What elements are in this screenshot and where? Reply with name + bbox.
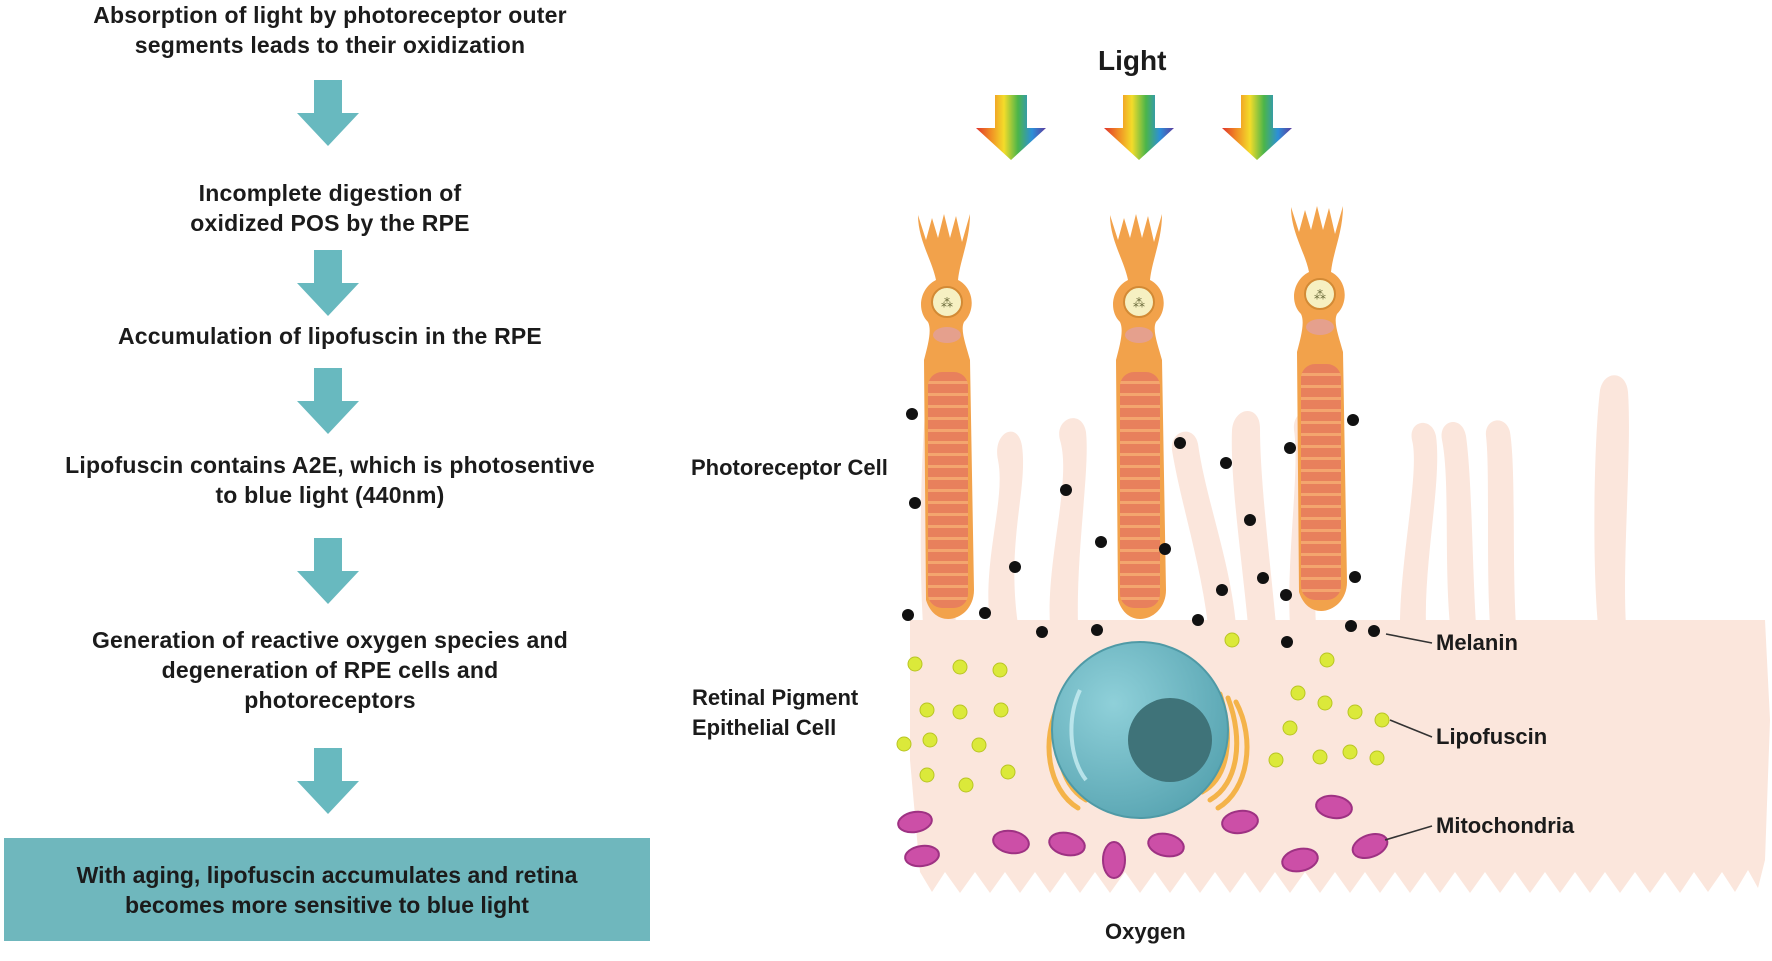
flow-step-1: Absorption of light by photoreceptor out… [93, 2, 567, 58]
light-arrows [976, 95, 1292, 160]
photoreceptor-cell-label: Photoreceptor Cell [691, 455, 888, 480]
melanin-granules [902, 408, 1380, 648]
label-leader-lines [1384, 633, 1433, 841]
rpe-nucleus [1051, 641, 1229, 819]
retina-diagram: ⁂ ⁂ ⁂ [691, 0, 1772, 956]
flow-conclusion-box: With aging, lipofuscin accumulates and r… [4, 838, 650, 941]
photoreceptor-cell: ⁂ [918, 214, 974, 619]
melanin-label: Melanin [1436, 630, 1518, 655]
light-rainbow-arrow-icon [1104, 95, 1174, 160]
flow-arrow-down-icon [297, 748, 359, 814]
photoreceptor-cell: ⁂ [1291, 206, 1347, 611]
lipofuscin-granules [896, 632, 1390, 793]
svg-text:⁂: ⁂ [941, 296, 953, 310]
light-label: Light [1098, 45, 1167, 76]
flow-arrow-down-icon [297, 368, 359, 434]
photoreceptor-cell: ⁂ [1110, 214, 1166, 619]
svg-text:⁂: ⁂ [1314, 288, 1326, 302]
flow-arrow-down-icon [297, 250, 359, 316]
svg-text:⁂: ⁂ [1133, 296, 1145, 310]
lipofuscin-label: Lipofuscin [1436, 724, 1548, 749]
flow-arrow-down-icon [297, 80, 359, 146]
flow-step-4: Lipofuscin contains A2E, which is photos… [65, 452, 595, 508]
rpe-cell-label: Retinal Pigment Epithelial Cell [692, 685, 859, 740]
flow-step-2: Incomplete digestion of oxidized POS by … [190, 180, 470, 236]
flow-step-5: Generation of reactive oxygen species an… [91, 627, 569, 713]
flow-step-3: Accumulation of lipofuscin in the RPE [118, 323, 542, 349]
light-rainbow-arrow-icon [976, 95, 1046, 160]
flow-arrow-down-icon [297, 538, 359, 604]
light-rainbow-arrow-icon [1222, 95, 1292, 160]
mitochondria-label: Mitochondria [1436, 813, 1575, 838]
retina-illustration: ⁂ ⁂ ⁂ [896, 95, 1770, 893]
oxygen-label: Oxygen [1105, 919, 1186, 944]
mitochondria [897, 794, 1389, 879]
